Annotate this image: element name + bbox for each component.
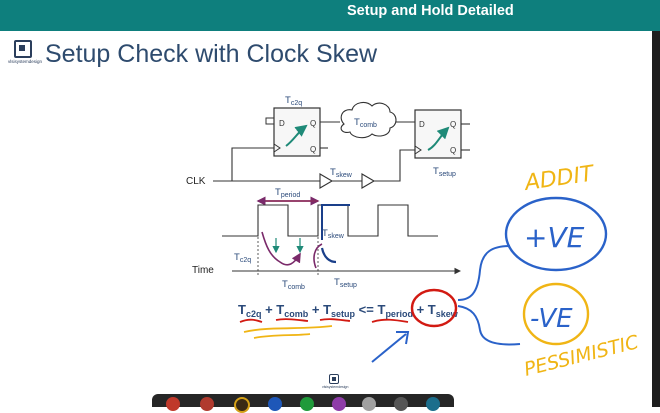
negative-annotation: -VE (530, 304, 573, 334)
slide (0, 31, 652, 383)
footer-logo: vlsisystemdesign (322, 374, 349, 389)
tc2q-label: Tc2q (285, 95, 302, 107)
blue-app-icon[interactable] (268, 397, 282, 411)
window-edge (652, 31, 660, 407)
skew-buffer-1 (319, 173, 334, 189)
ff2-q-pin: Q (450, 120, 456, 129)
tskew-circle (410, 288, 458, 328)
video-title: Setup and Hold Detailed (347, 3, 514, 19)
skew-buffer-2 (361, 173, 376, 189)
red-app-icon[interactable] (200, 397, 214, 411)
taskbar (152, 394, 454, 413)
ff2-d-pin: D (419, 120, 425, 129)
negative-skew-circle (522, 282, 590, 346)
yellow-app-icon[interactable] (234, 397, 250, 413)
gray-app-icon[interactable] (394, 397, 408, 411)
tsetup-ff-label: Tsetup (433, 166, 456, 178)
footer-logo-text: vlsisystemdesign (322, 385, 349, 389)
positive-annotation: +VE (524, 221, 585, 254)
ff-q-pin: Q (310, 119, 316, 128)
teal-app-icon[interactable] (426, 397, 440, 411)
red-app-icon[interactable] (166, 397, 180, 411)
ff-qbar-pin: Q (310, 145, 316, 154)
tcomb-label: Tcomb (354, 117, 377, 129)
tcomb-wave-label: Tcomb (282, 279, 305, 291)
tperiod-label: Tperiod (275, 187, 300, 199)
ff-d-pin: D (279, 119, 285, 128)
flip-flop-capture: D Q Q (414, 109, 462, 159)
tc2q-wave-label: Tc2q (234, 252, 251, 264)
tskew-buffer-label: Tskew (330, 167, 353, 179)
positive-skew-circle (504, 196, 608, 272)
pessimistic-annotation: PESSIMISTIC (522, 331, 642, 381)
setup-equation: Tc2q + Tcomb + Tsetup <= Tperiod + Tskew (238, 302, 459, 319)
gray-app-icon[interactable] (362, 397, 376, 411)
ff2-qbar-pin: Q (450, 146, 456, 155)
time-label: Time (192, 265, 214, 276)
chip-icon (329, 374, 339, 384)
comb-logic-cloud: Tcomb (340, 101, 397, 139)
tskew-wave-label: Tskew (322, 228, 345, 240)
green-app-icon[interactable] (300, 397, 314, 411)
logo-text: vlsisystemdesign (8, 59, 43, 64)
slide-logo: vlsisystemdesign (8, 40, 43, 64)
clk-waveform-launch (222, 204, 438, 237)
chip-icon (14, 40, 32, 58)
clk-label: CLK (186, 176, 206, 187)
additive-annotation: ADDIT (521, 161, 596, 196)
tsetup-wave-label: Tsetup (334, 277, 357, 289)
top-bar: Setup and Hold Detailed (0, 0, 660, 31)
slide-title: Setup Check with Clock Skew (45, 40, 378, 68)
purple-app-icon[interactable] (332, 397, 346, 411)
flip-flop-launch: D Q Q (265, 107, 321, 157)
